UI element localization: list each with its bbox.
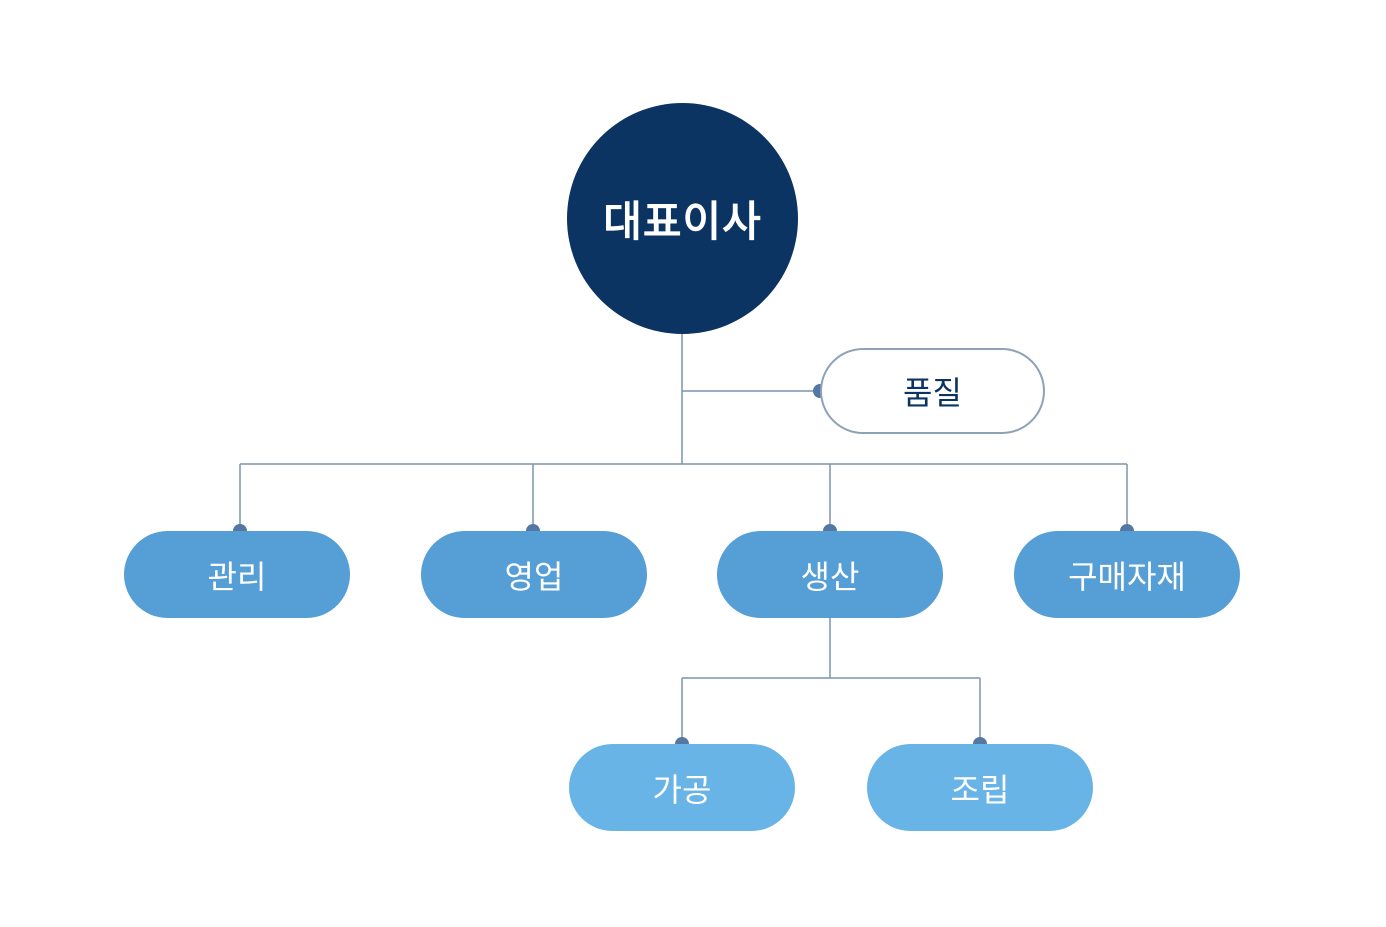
- department-node-sales: 영업: [421, 531, 647, 618]
- department-node-management: 관리: [124, 531, 350, 618]
- department-label: 구매자재: [1068, 557, 1186, 596]
- ceo-node: 대표이사: [567, 103, 798, 334]
- quality-label: 품질: [903, 374, 962, 412]
- quality-node: 품질: [820, 348, 1045, 434]
- department-label: 생산: [800, 557, 860, 596]
- unit-label: 가공: [652, 770, 712, 809]
- ceo-label: 대표이사: [603, 197, 762, 246]
- department-label: 관리: [207, 557, 267, 596]
- department-node-purchasing: 구매자재: [1014, 531, 1240, 618]
- department-label: 영업: [504, 557, 564, 596]
- unit-node-machining: 가공: [569, 744, 795, 831]
- department-node-production: 생산: [717, 531, 943, 618]
- unit-label: 조립: [950, 770, 1010, 809]
- unit-node-assembly: 조립: [867, 744, 1093, 831]
